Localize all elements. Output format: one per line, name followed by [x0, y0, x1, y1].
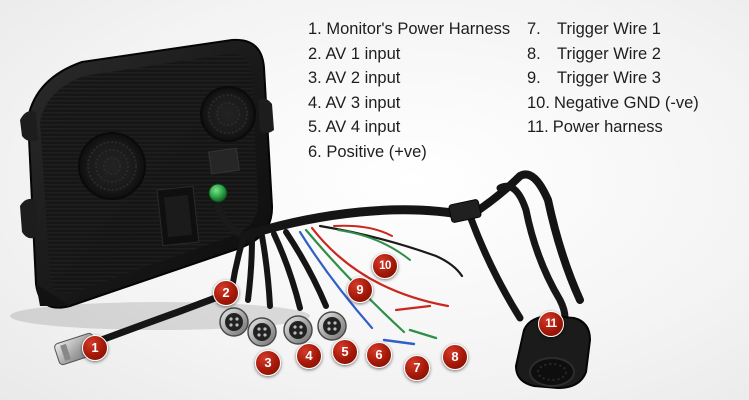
legend-item-4: 4. AV 3 input [308, 93, 401, 112]
legend-item-7: 7.Trigger Wire 1 [527, 20, 661, 38]
trigger-wires [298, 224, 464, 346]
callout-marker-7: 7 [404, 355, 430, 381]
callout-marker-9: 9 [347, 277, 373, 303]
legend-item-8: 8.Trigger Wire 2 [527, 44, 661, 63]
legend-item-9: 9.Trigger Wire 3 [527, 69, 661, 87]
speaker-grille-left [78, 132, 146, 200]
callout-marker-8: 8 [442, 344, 468, 370]
callout-marker-2: 2 [213, 280, 239, 306]
legend-right-column: 7.Trigger Wire 1 8.Trigger Wire 2 9.Trig… [527, 17, 699, 140]
legend-left-column: 1. Monitor's Power Harness 2. AV 1 input… [308, 17, 510, 164]
av-connectors [219, 307, 347, 347]
legend-item-3: 3. AV 2 input [308, 69, 401, 87]
monitor-back [20, 38, 274, 309]
callout-marker-10: 10 [372, 253, 398, 279]
legend-item-10: 10.Negative GND (-ve) [527, 93, 699, 112]
legend-item-2: 2. AV 1 input [308, 44, 401, 63]
callout-marker-6: 6 [366, 342, 392, 368]
power-led [208, 183, 228, 203]
power-harness-connector [514, 314, 592, 390]
callout-marker-11: 11 [538, 311, 564, 337]
legend-item-1: 1. Monitor's Power Harness [308, 20, 511, 38]
legend-item-5: 5. AV 4 input [308, 118, 401, 136]
legend-item-6: 6. Positive (+ve) [308, 142, 427, 161]
speaker-grille-right [200, 86, 256, 142]
callout-marker-5: 5 [332, 339, 358, 365]
legend-item-11: 11.Power harness [527, 118, 663, 136]
callout-marker-1: 1 [82, 335, 108, 361]
callout-marker-3: 3 [255, 350, 281, 376]
callout-marker-4: 4 [296, 343, 322, 369]
